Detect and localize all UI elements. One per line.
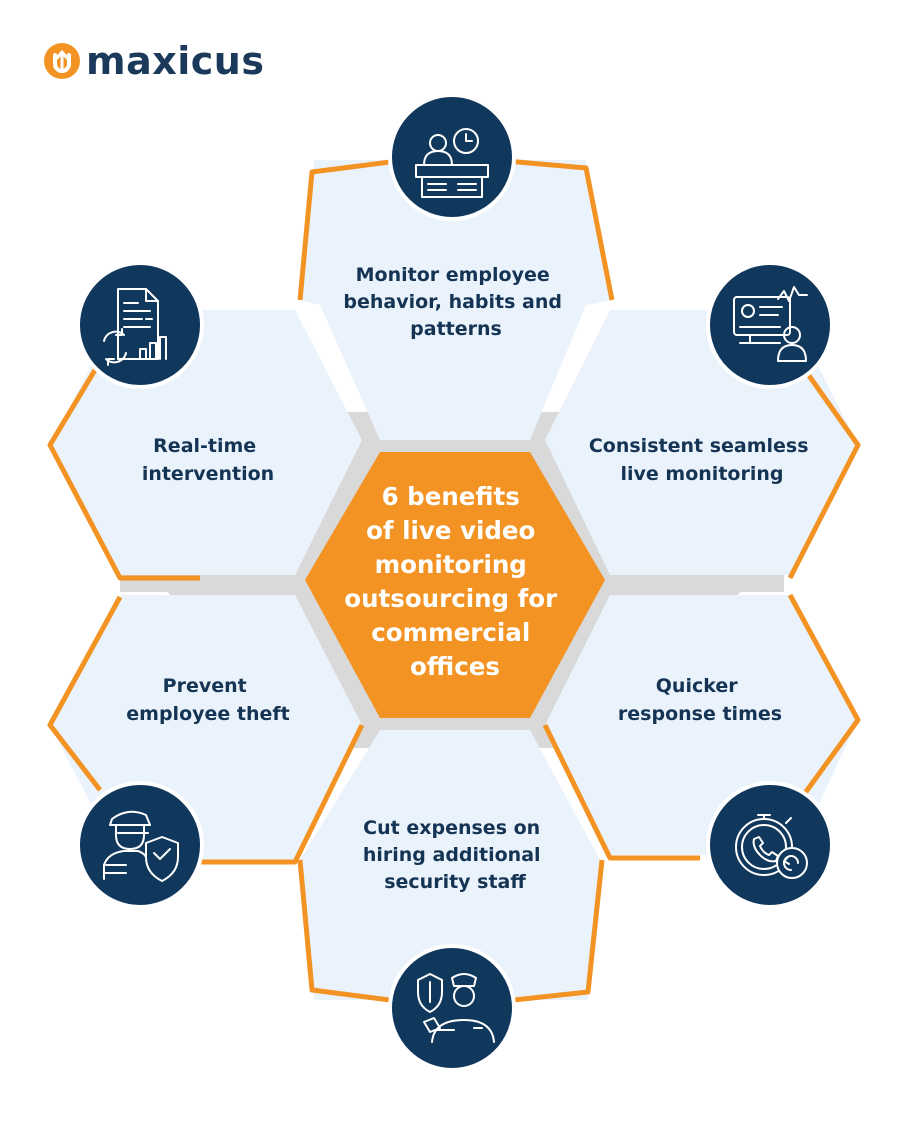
maxicus-logo-icon bbox=[44, 43, 80, 79]
hex-lower-left-line-1: Prevent bbox=[163, 675, 247, 697]
hex-top-line-2: behavior, habits and bbox=[343, 291, 562, 313]
svg-text:6 benefits of live video: 6 benefits of live video monitoring outs… bbox=[344, 482, 565, 681]
employee-clock-icon bbox=[388, 93, 516, 221]
hex-upper-right-line-2: live monitoring bbox=[621, 463, 784, 485]
hex-upper-left-line-2: intervention bbox=[142, 463, 274, 485]
hex-lower-right-line-1: Quicker bbox=[656, 675, 738, 697]
hex-top-line-1: Monitor employee bbox=[356, 264, 550, 286]
report-refresh-icon bbox=[76, 261, 204, 389]
svg-text:Quicker response times: Quicker response times bbox=[618, 675, 782, 725]
svg-text:Consistent seamless live: Consistent seamless live monitoring bbox=[589, 435, 815, 485]
hex-upper-left-line-1: Real-time bbox=[153, 435, 256, 457]
hex-bottom-line-3: security staff bbox=[384, 871, 526, 893]
center-line-3: monitoring bbox=[375, 550, 527, 579]
svg-text:Real-time intervention: Real-time intervention bbox=[142, 435, 274, 485]
hex-lower-right-line-2: response times bbox=[618, 703, 782, 725]
hex-bottom-line-1: Cut expenses on bbox=[363, 817, 540, 839]
hex-bottom: Cut expenses on hiring additional securi… bbox=[297, 730, 605, 1005]
security-guard-icon bbox=[388, 944, 516, 1072]
hex-upper-right-line-1: Consistent seamless bbox=[589, 435, 809, 457]
svg-text:Prevent employee theft: Prevent employee theft bbox=[126, 675, 289, 725]
svg-text:Monitor employee behavio: Monitor employee behavior, habits and pa… bbox=[343, 264, 568, 340]
hex-center: 6 benefits of live video monitoring outs… bbox=[305, 452, 605, 718]
hex-bottom-line-2: hiring additional bbox=[363, 844, 541, 866]
logo-wordmark: maxicus bbox=[86, 39, 265, 83]
hex-lower-left-line-2: employee theft bbox=[126, 703, 289, 725]
center-line-2: of live video bbox=[366, 516, 535, 545]
center-line-4: outsourcing for bbox=[344, 584, 558, 613]
monitoring-screen-icon bbox=[706, 261, 834, 389]
maxicus-logo: maxicus bbox=[42, 38, 282, 88]
hex-top-line-3: patterns bbox=[410, 318, 502, 340]
stopwatch-phone-icon bbox=[706, 781, 834, 909]
center-line-1: 6 benefits bbox=[382, 482, 520, 511]
hex-top: Monitor employee behavior, habits and pa… bbox=[297, 157, 615, 440]
thief-shield-icon bbox=[76, 781, 204, 909]
svg-text:Cut expenses on hiring a: Cut expenses on hiring additional securi… bbox=[363, 817, 547, 893]
center-line-5: commercial bbox=[371, 618, 530, 647]
center-line-6: offices bbox=[410, 652, 500, 681]
